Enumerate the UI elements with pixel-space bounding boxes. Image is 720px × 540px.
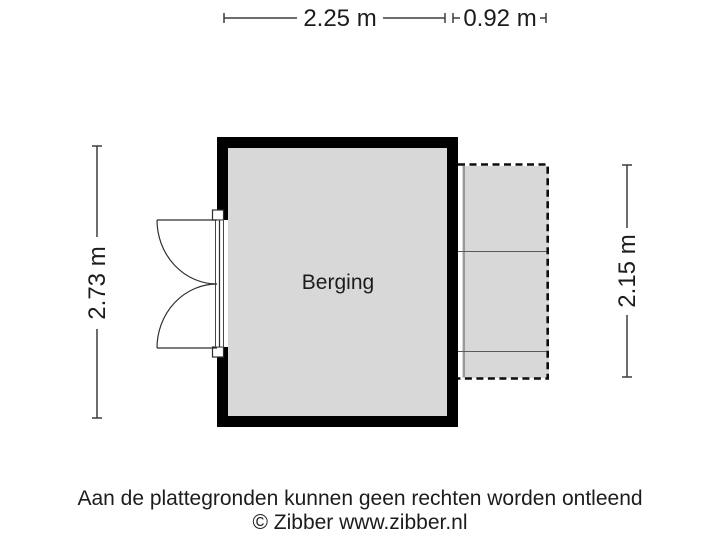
- disclaimer-text: Aan de plattegronden kunnen geen rechten…: [77, 487, 642, 510]
- dimension-room-height: 2.73 m: [84, 145, 111, 419]
- dimension-room-width-label: 2.25 m: [303, 5, 376, 32]
- dimension-canopy-height-label: 2.15 m: [614, 234, 641, 307]
- room-floor: [228, 148, 447, 416]
- door-jamb-top: [211, 209, 225, 221]
- dimension-room-height-label: 2.73 m: [84, 246, 111, 319]
- footer: Aan de plattegronden kunnen geen rechten…: [77, 487, 642, 534]
- dimension-canopy-width: 0.92 m: [452, 5, 547, 32]
- dimension-room-height-line: [92, 145, 102, 419]
- dimension-canopy-height-line: [622, 164, 632, 378]
- dimension-room-width: 2.25 m: [223, 5, 446, 32]
- double-door: [156, 209, 228, 358]
- dimension-canopy-height: 2.15 m: [614, 164, 641, 378]
- canopy-floor: [462, 166, 549, 378]
- dimension-canopy-width-line: [452, 13, 547, 23]
- room-berging: Berging: [217, 137, 458, 427]
- canopy-area: [458, 163, 549, 380]
- dimension-canopy-width-label: 0.92 m: [463, 5, 536, 32]
- door-swing-arc-top: [156, 219, 218, 285]
- copyright-text: © Zibber www.zibber.nl: [252, 511, 467, 534]
- dimension-room-width-line: [223, 13, 446, 23]
- room-name-label: Berging: [302, 271, 374, 294]
- door-swing-arc-bottom: [156, 283, 218, 349]
- canopy-dashed-outline: [458, 163, 549, 380]
